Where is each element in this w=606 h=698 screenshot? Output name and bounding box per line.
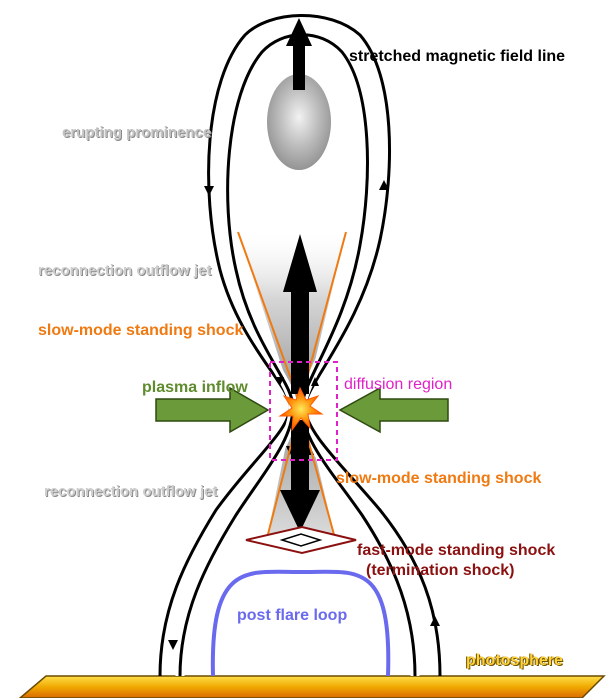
fast-shock-label: fast-mode standing shock	[357, 542, 556, 559]
plasma-inflow-right	[338, 386, 449, 434]
downward-outflow-arrow	[280, 420, 320, 532]
photosphere-slab	[18, 675, 606, 698]
arrow-up-icon	[311, 377, 319, 386]
arrow-down-icon	[168, 640, 178, 650]
arrow-up-icon	[430, 616, 440, 626]
arrow-down-icon	[276, 377, 284, 386]
erupting-prominence-blob	[267, 74, 331, 170]
slow-shock-top-label: slow-mode standing shock	[38, 322, 244, 339]
arrow-up-icon	[283, 234, 317, 292]
outflow-jet-top-label: reconnection outflow jet	[38, 262, 212, 279]
post-flare-loop-label: post flare loop	[237, 607, 348, 624]
diffusion-region-box	[269, 361, 338, 461]
outflow-jet-bottom-label: reconnection outflow jet	[44, 483, 218, 500]
top-outflow-arrow	[286, 18, 312, 90]
post-flare-loop	[210, 569, 391, 677]
arrow-down-icon	[204, 186, 214, 196]
arrow-left-icon	[338, 386, 449, 434]
plasma-inflow-left	[155, 386, 270, 434]
photosphere-label: photosphere	[466, 652, 563, 669]
starburst-icon	[278, 386, 324, 432]
stretched-field-line-label: stretched magnetic field line	[349, 48, 566, 65]
arrow-up-icon	[379, 180, 389, 190]
slow-shock-bottom-label: slow-mode standing shock	[336, 470, 542, 487]
diffusion-region-label: diffusion region	[344, 376, 453, 393]
erupting-prominence-label: erupting prominence	[62, 124, 212, 141]
fast-mode-shock-diamond	[245, 525, 357, 555]
outer-field-line	[158, 14, 442, 677]
upward-outflow-arrow	[283, 234, 317, 394]
arrow-up-icon	[286, 18, 312, 46]
arrow-down-icon	[280, 490, 320, 532]
plasma-inflow-label: plasma inflow	[142, 379, 248, 396]
termination-shock-label: (termination shock)	[366, 562, 515, 579]
arrow-right-icon	[155, 386, 270, 434]
